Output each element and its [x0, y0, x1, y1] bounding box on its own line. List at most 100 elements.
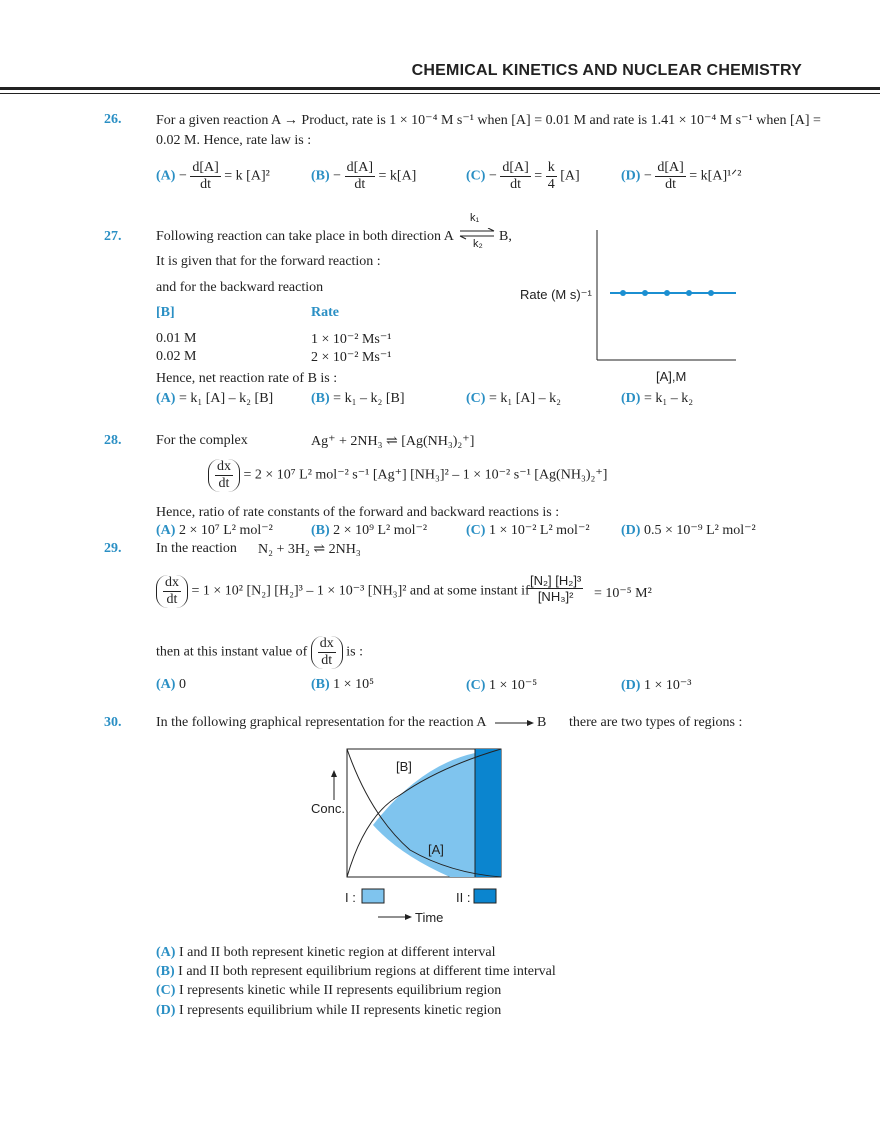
- question-text: and for the backward reaction: [156, 280, 324, 295]
- option-label: (C): [466, 678, 486, 693]
- data-point: [686, 290, 692, 296]
- denominator: dt: [218, 476, 230, 491]
- data-point: [664, 290, 670, 296]
- option-text: 1 × 10⁻² L² mol⁻²: [488, 523, 590, 538]
- option-c[interactable]: (C) 1 × 10⁻⁵: [466, 677, 537, 694]
- question-text: For a given reaction A → Product, rate i…: [156, 113, 821, 128]
- question-text: Hence, ratio of rate constants of the fo…: [156, 505, 560, 520]
- legend-label-two: II :: [456, 890, 471, 905]
- equilibrium-arrows-icon: [459, 228, 495, 240]
- option-text: 1 × 10⁵: [333, 677, 374, 692]
- option-text: 1 × 10⁻⁵: [488, 678, 538, 693]
- option-a[interactable]: (A) 0: [156, 677, 186, 693]
- then-text: then at this instant value of: [156, 644, 308, 660]
- option-label: (B): [311, 168, 330, 184]
- numerator: d[A]: [190, 160, 221, 177]
- table-cell: 0.01 M: [156, 331, 197, 346]
- equation-rhs: = 2 × 10⁷ L² mol⁻² s⁻¹ [Ag⁺] [NH₃]² – 1 …: [243, 467, 608, 483]
- fraction: d[A]dt: [344, 160, 376, 193]
- header-rule: [0, 87, 880, 90]
- option-text: = k₁ – k₂: [643, 391, 694, 406]
- graph-y-label: Rate (M s)⁻¹: [520, 287, 592, 302]
- then-end: is :: [346, 644, 363, 660]
- option-a[interactable]: (A) = k₁ [A] – k₂ [B]: [156, 391, 273, 407]
- option-c[interactable]: (C) I represents kinetic while II repres…: [156, 983, 501, 999]
- option-label: (B): [311, 523, 330, 538]
- ratio-value: = 10⁻⁵ M²: [594, 586, 652, 601]
- numerator: dx: [215, 459, 233, 476]
- data-point: [642, 290, 648, 296]
- question-text: B,: [499, 229, 512, 244]
- numerator: dx: [163, 575, 181, 592]
- option-label: (B): [156, 964, 175, 979]
- option-label: (A): [156, 523, 176, 538]
- numerator: dx: [317, 636, 336, 653]
- numerator: d[A]: [344, 160, 376, 177]
- graph-x-label: Time: [415, 910, 444, 925]
- numerator: k: [545, 160, 557, 177]
- region-two: [475, 749, 501, 877]
- concentration-graph: [331, 748, 502, 920]
- option-label: (D): [621, 678, 641, 693]
- option-label: (C): [466, 391, 486, 406]
- header-rule-thin: [0, 93, 880, 94]
- graph-label-a: [A]: [428, 842, 444, 857]
- question-text: Following reaction can take place in bot…: [156, 229, 454, 244]
- rate-constant-k1: k₁: [470, 212, 480, 224]
- option-label: (B): [311, 391, 330, 406]
- option-d[interactable]: (D) 1 × 10⁻³: [621, 677, 691, 694]
- rate-graph: [596, 230, 736, 361]
- fraction: d[A]dt: [500, 160, 531, 193]
- option-c[interactable]: (C) = k₁ [A] – k₂: [466, 391, 561, 407]
- option-a[interactable]: (A) I and II both represent kinetic regi…: [156, 945, 496, 961]
- option-label: (D): [621, 523, 641, 538]
- numerator: d[A]: [500, 160, 531, 177]
- denominator: dt: [510, 177, 521, 192]
- fraction: d[A]dt: [655, 160, 686, 193]
- option-d[interactable]: (D) I represents equilibrium while II re…: [156, 1003, 501, 1019]
- option-label: (B): [311, 677, 330, 692]
- option-text: = k₁ – k₂ [B]: [333, 391, 405, 406]
- option-label: (C): [156, 983, 176, 998]
- option-b[interactable]: (B) − d[A]dt = k[A]: [311, 160, 416, 193]
- page-header: CHEMICAL KINETICS AND NUCLEAR CHEMISTRY: [411, 62, 802, 79]
- option-label: (D): [621, 168, 641, 184]
- graph-x-label: [A],M: [656, 369, 687, 384]
- minus-sign: −: [333, 168, 342, 184]
- graph-y-label: Conc.: [311, 801, 345, 816]
- option-b[interactable]: (B) 2 × 10⁹ L² mol⁻²: [311, 522, 427, 539]
- option-b[interactable]: (B) 1 × 10⁵: [311, 677, 374, 693]
- option-d[interactable]: (D) 0.5 × 10⁻⁹ L² mol⁻²: [621, 522, 756, 539]
- option-c[interactable]: (C) 1 × 10⁻² L² mol⁻²: [466, 522, 590, 539]
- reaction-equation: Ag⁺ + 2NH₃ ⇌ [Ag(NH₃)₂⁺]: [311, 434, 475, 449]
- question-text: In the following graphical representatio…: [156, 715, 487, 730]
- option-a[interactable]: (A) 2 × 10⁷ L² mol⁻²: [156, 522, 273, 539]
- numerator: [N₂] [H₂]³: [528, 573, 584, 589]
- option-b[interactable]: (B) = k₁ – k₂ [B]: [311, 391, 405, 407]
- question-number: 28.: [104, 433, 122, 448]
- option-text: 2 × 10⁷ L² mol⁻²: [178, 523, 273, 538]
- arrow-right-icon: [495, 720, 534, 726]
- table-cell: 0.02 M: [156, 349, 197, 364]
- question-number: 29.: [104, 541, 122, 556]
- option-d[interactable]: (D) = k₁ – k₂: [621, 391, 693, 407]
- option-text: I and II both represent kinetic region a…: [178, 945, 496, 960]
- option-text: = k₁ [A] – k₂: [488, 391, 562, 406]
- option-rhs: = k[A]: [378, 168, 417, 184]
- denominator: [NH₃]²: [537, 589, 574, 604]
- option-label: (C): [466, 168, 486, 184]
- option-label: (A): [156, 391, 176, 406]
- table-header: Rate: [311, 305, 339, 320]
- option-a[interactable]: (A) − d[A]dt = k [A]²: [156, 160, 270, 193]
- option-b[interactable]: (B) I and II both represent equilibrium …: [156, 964, 556, 980]
- option-text: = k₁ [A] – k₂ [B]: [178, 391, 274, 406]
- legend-swatch-two: [473, 888, 497, 904]
- option-d[interactable]: (D) − d[A]dt = k[A]¹ᐟ²: [621, 160, 741, 193]
- fraction: d[A]dt: [190, 160, 221, 193]
